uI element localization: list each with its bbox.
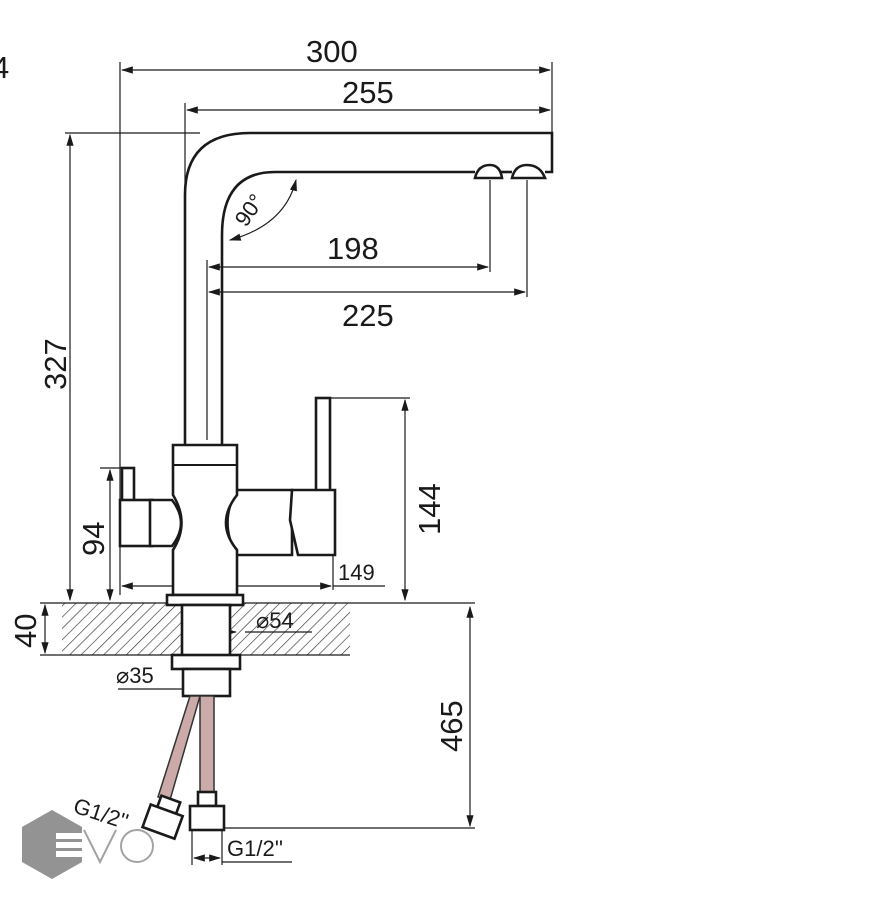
left-lever bbox=[120, 466, 136, 504]
dim-angle: 90° bbox=[230, 189, 270, 231]
supply-hoses bbox=[140, 695, 226, 841]
dim-255: 255 bbox=[342, 75, 394, 110]
dim-465: 465 bbox=[434, 700, 469, 752]
dim-327: 327 bbox=[38, 338, 73, 390]
faucet-body bbox=[118, 396, 337, 698]
mounting-nut bbox=[170, 653, 242, 671]
edge-label: 4 bbox=[0, 50, 9, 85]
outlet-nozzle-1 bbox=[473, 163, 504, 180]
dim-40: 40 bbox=[8, 614, 43, 648]
dim-198: 198 bbox=[327, 231, 379, 266]
right-knob bbox=[288, 488, 337, 557]
dim-149: 149 bbox=[338, 560, 375, 585]
dim-300: 300 bbox=[306, 34, 358, 69]
extension-lines bbox=[65, 62, 553, 865]
dim-g12: G1/2'' bbox=[227, 836, 283, 861]
evo-logo bbox=[22, 810, 154, 879]
dim-225: 225 bbox=[342, 298, 394, 333]
dim-144: 144 bbox=[412, 483, 447, 535]
outlet-nozzle-2 bbox=[510, 163, 547, 180]
dim-35: ⌀35 bbox=[116, 663, 154, 688]
dim-94: 94 bbox=[76, 522, 111, 556]
right-lever bbox=[314, 396, 332, 495]
dimension-lines bbox=[41, 66, 552, 862]
dim-54: ⌀54 bbox=[256, 608, 294, 633]
shank bbox=[180, 603, 232, 659]
spout bbox=[183, 131, 554, 445]
